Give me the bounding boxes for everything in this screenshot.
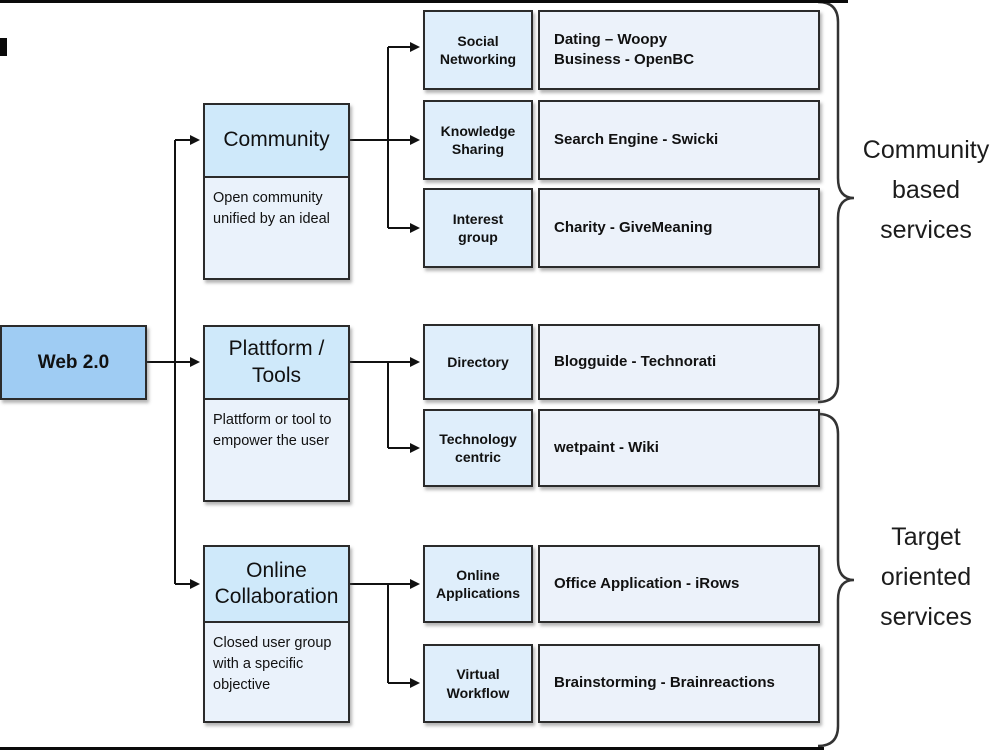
branch-description-plattform-tools: Plattform or tool to empower the user — [205, 400, 348, 500]
category-node-knowledge-sharing: Knowledge Sharing — [423, 100, 533, 180]
category-node-technology-centric: Technology centric — [423, 409, 533, 487]
top-edge-line — [0, 0, 848, 3]
branch-node-online-collaboration: Online Collaboration Closed user group w… — [203, 545, 350, 723]
brace-community-services — [817, 0, 855, 404]
branch-title-plattform-tools: Plattform / Tools — [205, 327, 348, 400]
example-node-knowledge-sharing: Search Engine - Swicki — [538, 100, 820, 180]
category-node-social-networking: Social Networking — [423, 10, 533, 90]
example-node-online-applications: Office Application - iRows — [538, 545, 820, 623]
example-node-social-networking: Dating – Woopy Business - OpenBC — [538, 10, 820, 90]
example-node-interest-group: Charity - GiveMeaning — [538, 188, 820, 268]
branch-title-online-collaboration: Online Collaboration — [205, 547, 348, 623]
group-label-target-oriented-services: Target oriented services — [880, 523, 972, 631]
category-node-directory: Directory — [423, 324, 533, 400]
left-edge-mark — [0, 38, 7, 56]
category-node-interest-group: Interest group — [423, 188, 533, 268]
example-node-technology-centric: wetpaint - Wiki — [538, 409, 820, 487]
branch-node-plattform-tools: Plattform / Tools Plattform or tool to e… — [203, 325, 350, 502]
bottom-edge-line — [0, 747, 824, 750]
root-node-label: Web 2.0 — [37, 351, 110, 373]
group-label-community-based-services: Community based services — [862, 136, 990, 244]
example-node-virtual-workflow: Brainstorming - Brainreactions — [538, 644, 820, 723]
category-node-online-applications: Online Applications — [423, 545, 533, 623]
branch-title-community: Community — [205, 105, 348, 178]
category-node-virtual-workflow: Virtual Workflow — [423, 644, 533, 723]
brace-target-services — [817, 412, 855, 748]
branch-description-community: Open community unified by an ideal — [205, 178, 348, 278]
root-node-web20: Web 2.0 — [0, 325, 147, 400]
branch-description-online-collaboration: Closed user group with a specific object… — [205, 623, 348, 721]
example-node-directory: Blogguide - Technorati — [538, 324, 820, 400]
branch-node-community: Community Open community unified by an i… — [203, 103, 350, 280]
